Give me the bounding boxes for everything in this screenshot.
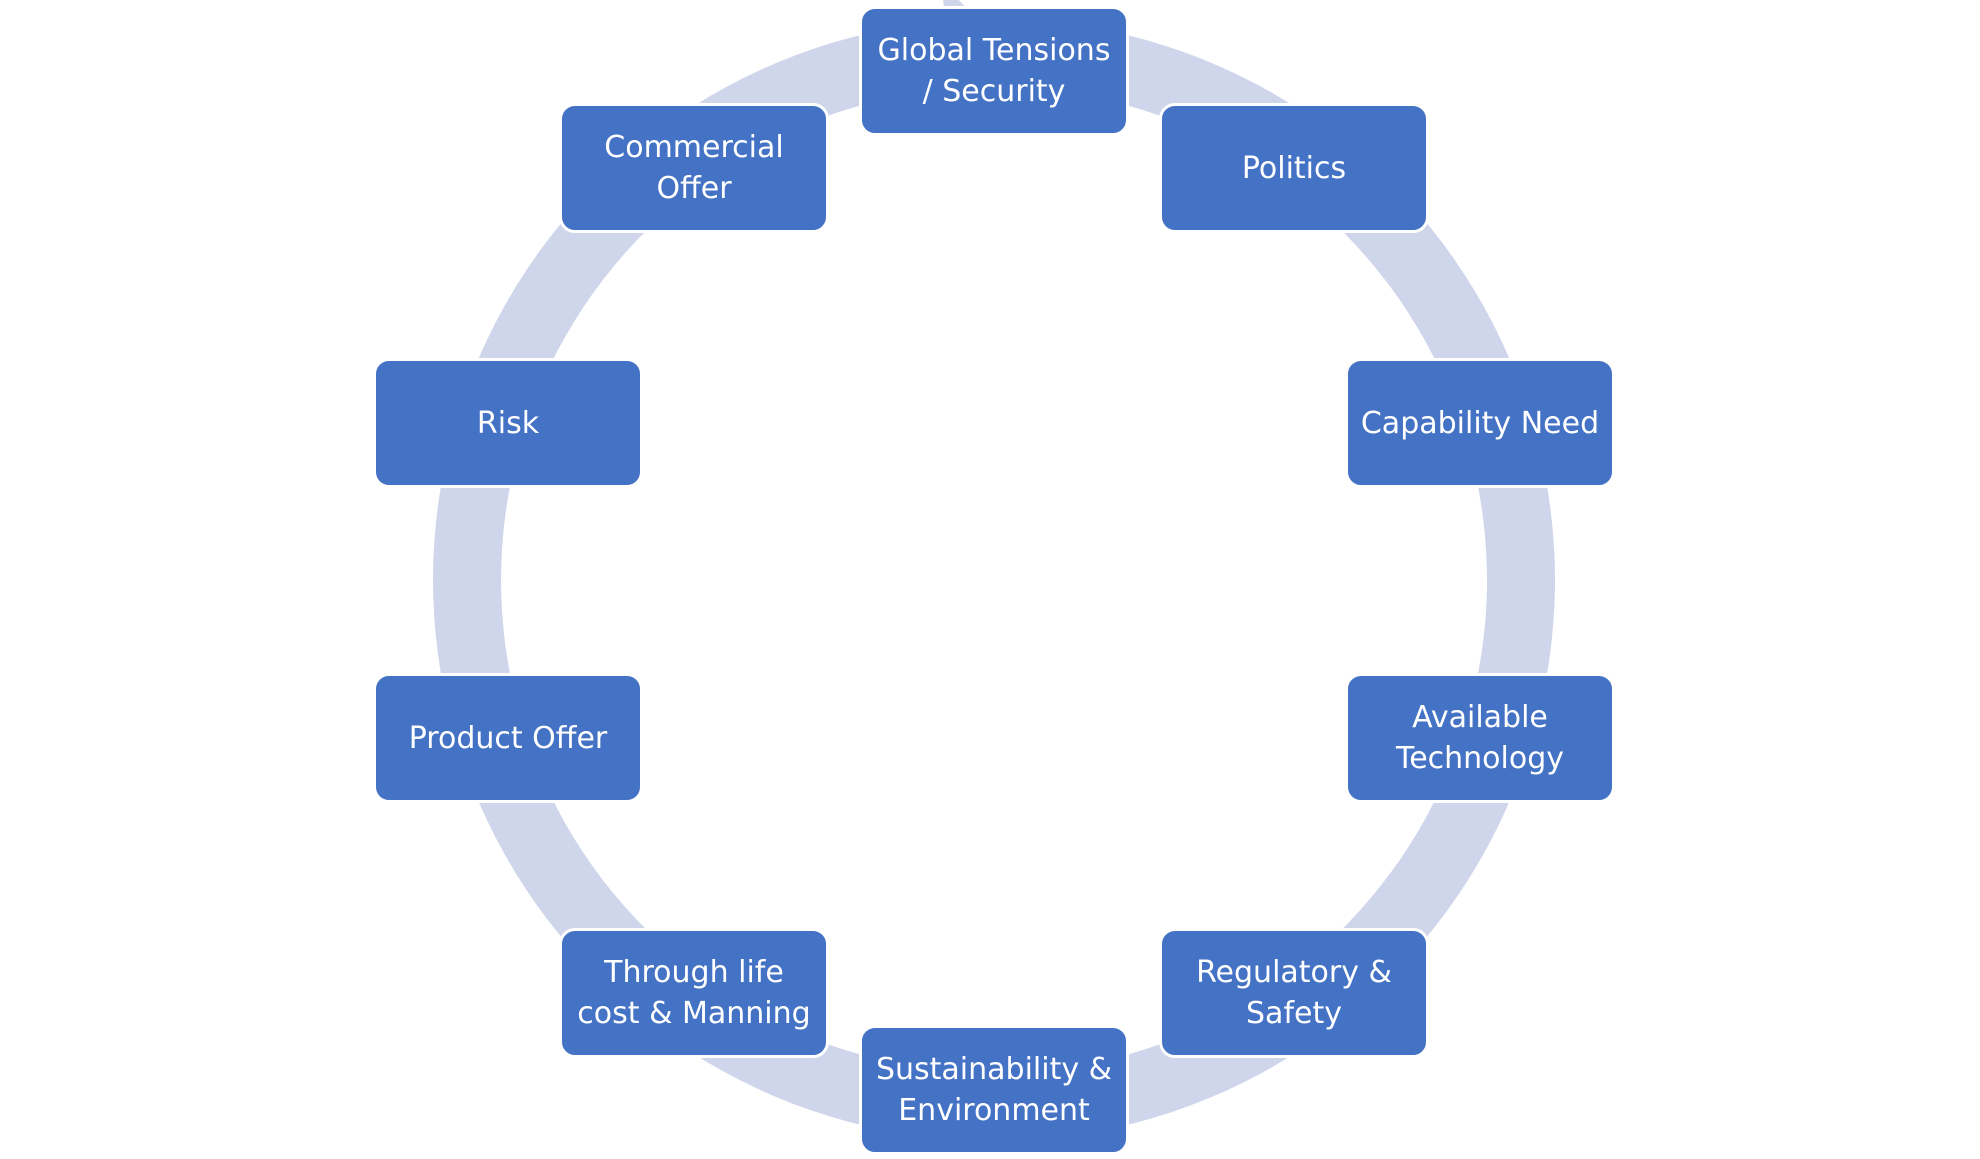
node-regulatory-safety[interactable]: Regulatory & Safety xyxy=(1159,928,1429,1058)
node-sustainability-environment[interactable]: Sustainability & Environment xyxy=(859,1025,1129,1155)
node-available-technology[interactable]: Available Technology xyxy=(1345,673,1615,803)
node-commercial-offer[interactable]: Commercial Offer xyxy=(559,103,829,233)
node-through-life-cost-manning[interactable]: Through life cost & Manning xyxy=(559,928,829,1058)
node-risk[interactable]: Risk xyxy=(373,358,643,488)
node-politics[interactable]: Politics xyxy=(1159,103,1429,233)
node-capability-need[interactable]: Capability Need xyxy=(1345,358,1615,488)
node-product-offer[interactable]: Product Offer xyxy=(373,673,643,803)
node-global-tensions-security[interactable]: Global Tensions / Security xyxy=(859,6,1129,136)
